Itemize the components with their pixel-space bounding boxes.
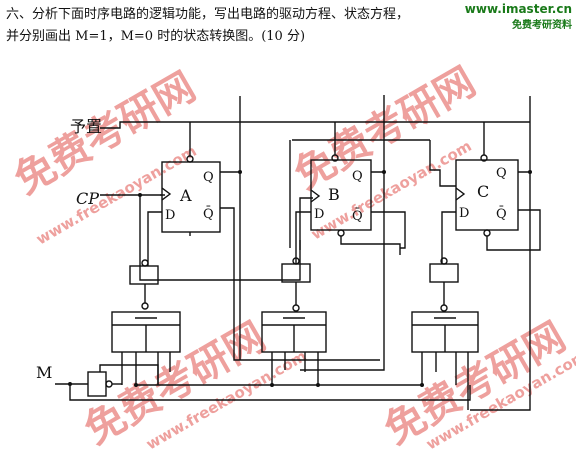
m-label: M [36, 363, 52, 382]
m-input [55, 364, 471, 401]
ff-b-name: B [328, 185, 340, 204]
watermark-cn-2: 免费考研网 [287, 59, 483, 199]
flipflop-a: A Q Q̄ D [161, 161, 221, 233]
ff-c-d: D [459, 206, 469, 221]
gate-input-legs [121, 352, 469, 410]
clock-bus [100, 194, 313, 281]
d-input-wires [147, 211, 456, 266]
ff-c-name: C [477, 182, 489, 201]
flipflop-b: B Q Q̄ D [310, 159, 372, 237]
ff-a-q: Q [203, 170, 214, 185]
ff-a-d: D [165, 208, 175, 223]
ff-b-d: D [314, 207, 324, 222]
and-or-gate-b [261, 311, 327, 353]
ff-b-q: Q [352, 169, 363, 184]
question-line-2: 并分别画出 M=1，M=0 时的状态转换图。(10 分) [6, 29, 306, 44]
cp-label: CP [76, 189, 99, 208]
inverter-boxes [129, 257, 459, 312]
site-url[interactable]: www.imaster.cn [464, 2, 572, 16]
and-or-gate-c [411, 311, 479, 353]
and-or-gate-a [111, 311, 181, 353]
preset-label: 予置 [70, 117, 102, 136]
ff-c-q: Q [496, 166, 507, 181]
site-badge[interactable]: www.imaster.cn 免费考研资料 [465, 2, 572, 31]
ff-c-qbar: Q̄ [496, 206, 507, 222]
preset-bus [100, 121, 530, 163]
site-name: 免费考研资料 [512, 20, 572, 31]
watermark-cn-1: 免费考研网 [7, 64, 203, 204]
ff-a-name: A [179, 186, 192, 205]
ff-a-qbar: Q̄ [203, 206, 214, 222]
flipflop-c: C Q Q̄ D [455, 159, 519, 237]
junction-dots [68, 170, 532, 387]
question-text: 六、分析下面时序电路的逻辑功能，写出电路的驱动方程、状态方程， 并分别画出 M=… [6, 4, 476, 48]
question-line-1: 六、分析下面时序电路的逻辑功能，写出电路的驱动方程、状态方程， [6, 7, 410, 22]
ff-b-qbar: Q̄ [352, 208, 363, 224]
